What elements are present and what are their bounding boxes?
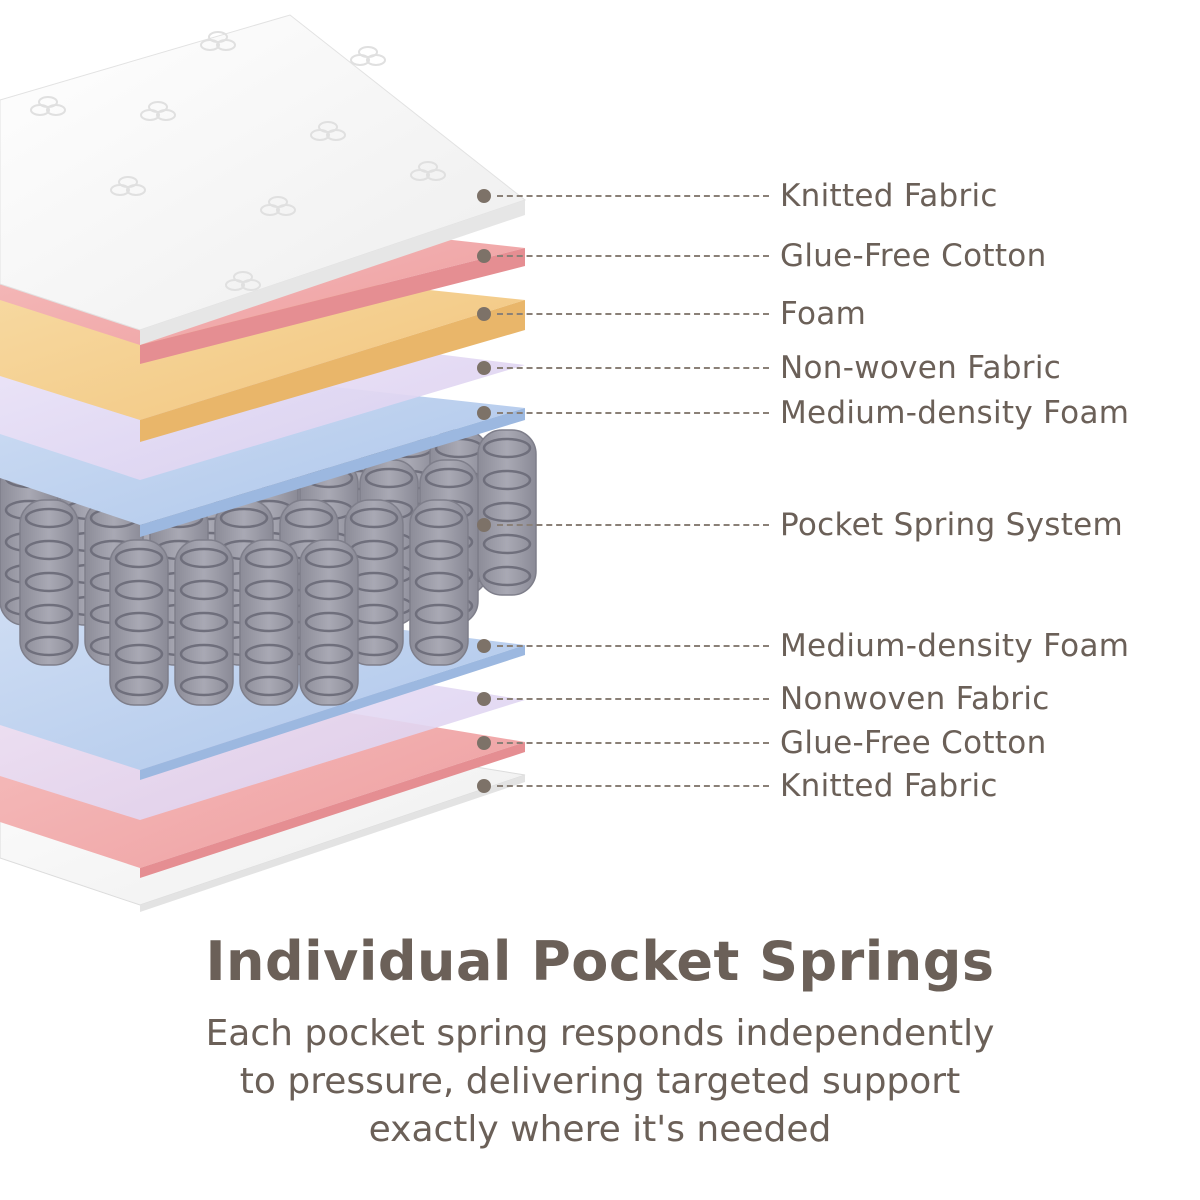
callout-dot xyxy=(477,692,491,706)
callout-label: Non-woven Fabric xyxy=(780,350,1062,386)
pocket-spring xyxy=(299,539,359,706)
callout-leader-line xyxy=(497,195,769,197)
callout-nonwoven-fabric: Nonwoven Fabric xyxy=(0,679,1200,719)
callout-dot xyxy=(477,639,491,653)
callout-label: Nonwoven Fabric xyxy=(780,681,1050,717)
callout-leader-line xyxy=(497,524,769,526)
callout-dot xyxy=(477,361,491,375)
callout-dot xyxy=(477,779,491,793)
callout-label: Glue-Free Cotton xyxy=(780,725,1047,761)
description-line-1: Each pocket spring responds independentl… xyxy=(205,1013,995,1054)
callout-glue-free-cotton-top: Glue-Free Cotton xyxy=(0,236,1200,276)
callout-leader-line xyxy=(497,412,769,414)
callout-non-woven-fabric: Non-woven Fabric xyxy=(0,348,1200,388)
callout-pocket-spring-system: Pocket Spring System xyxy=(0,505,1200,545)
callout-leader-line xyxy=(497,742,769,744)
callout-label: Knitted Fabric xyxy=(780,178,998,214)
pocket-spring xyxy=(109,539,169,706)
layer-top-knitted-fabric xyxy=(0,14,527,345)
callout-label: Foam xyxy=(780,296,867,332)
callout-dot xyxy=(477,189,491,203)
page-title: Individual Pocket Springs xyxy=(205,930,995,993)
callout-medium-density-foam-top: Medium-density Foam xyxy=(0,393,1200,433)
callout-label: Medium-density Foam xyxy=(780,628,1130,664)
quilt-mark xyxy=(410,161,446,181)
callout-leader-line xyxy=(497,367,769,369)
mattress-layers-illustration xyxy=(0,14,537,912)
pocket-spring xyxy=(19,499,79,666)
pocket-spring-system xyxy=(0,429,537,706)
callout-label: Pocket Spring System xyxy=(780,507,1124,543)
callout-dot xyxy=(477,518,491,532)
quilt-mark xyxy=(30,96,66,116)
quilt-mark xyxy=(310,121,346,141)
quilt-mark xyxy=(350,46,386,66)
callout-leader-line xyxy=(497,255,769,257)
callout-foam: Foam xyxy=(0,294,1200,334)
quilt-mark xyxy=(110,176,146,196)
callout-label: Glue-Free Cotton xyxy=(780,238,1047,274)
pocket-spring xyxy=(174,539,234,706)
description-line-3: exactly where it's needed xyxy=(368,1109,832,1150)
callout-knitted-fabric-top: Knitted Fabric xyxy=(0,176,1200,216)
callout-leader-line xyxy=(497,785,769,787)
callout-glue-free-cotton-bottom: Glue-Free Cotton xyxy=(0,723,1200,763)
description-line-2: to pressure, delivering targeted support xyxy=(239,1061,961,1102)
callout-leader-line xyxy=(497,645,769,647)
callout-dot xyxy=(477,307,491,321)
callout-label: Knitted Fabric xyxy=(780,768,998,804)
pocket-spring xyxy=(409,499,469,666)
callout-label: Medium-density Foam xyxy=(780,395,1130,431)
callout-medium-density-foam-bottom: Medium-density Foam xyxy=(0,626,1200,666)
callout-dot xyxy=(477,249,491,263)
callout-dot xyxy=(477,406,491,420)
quilt-mark xyxy=(260,196,296,216)
description: Each pocket spring responds independentl… xyxy=(100,1010,1100,1154)
quilt-mark xyxy=(200,31,236,51)
callout-leader-line xyxy=(497,698,769,700)
callout-knitted-fabric-bottom: Knitted Fabric xyxy=(0,766,1200,806)
quilt-mark xyxy=(225,271,261,291)
pocket-spring xyxy=(239,539,299,706)
quilt-mark xyxy=(140,101,176,121)
callout-dot xyxy=(477,736,491,750)
callout-leader-line xyxy=(497,313,769,315)
